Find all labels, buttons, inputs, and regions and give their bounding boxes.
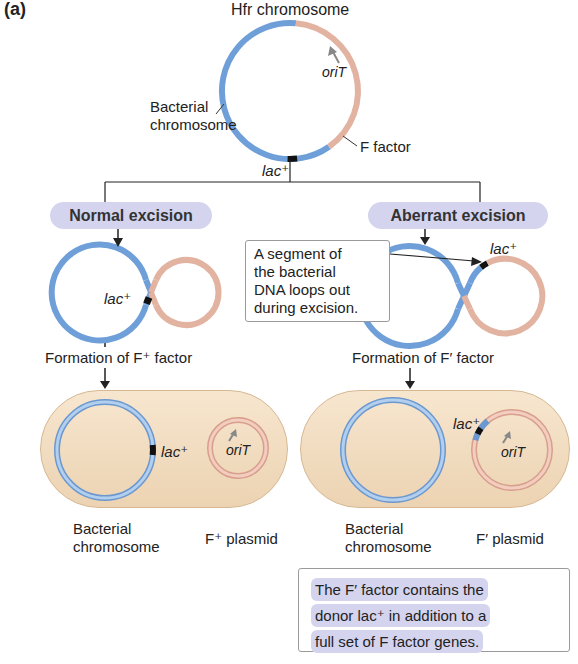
split-line (105, 160, 480, 202)
lac-marker (478, 428, 481, 434)
origin-label: oriT (322, 63, 346, 81)
panel-letter: (a) (4, 0, 26, 18)
bacterial-chromosome (343, 400, 443, 500)
gene-label: lac⁺ (104, 290, 131, 308)
part-label: F⁺ plasmid (205, 530, 278, 548)
crossing (464, 296, 470, 309)
chromosome-loop (52, 245, 146, 341)
arrowhead (100, 381, 110, 389)
leader-line (216, 104, 224, 114)
lac-marker (150, 445, 156, 455)
f-plasmid (210, 420, 266, 476)
part-label: F′ plasmid (476, 530, 544, 548)
arrowhead (471, 257, 482, 266)
arrowhead (113, 238, 123, 247)
part-label: Bacterial chromosome (345, 520, 445, 556)
orit-arrowhead (230, 429, 237, 437)
callout-leader (390, 254, 474, 261)
cell-label: oriT (226, 442, 250, 458)
step-label: Formation of F⁺ factor (45, 349, 192, 367)
band-text: Aberrant excision (390, 207, 525, 225)
crossing (151, 280, 156, 305)
arrowhead (420, 237, 430, 245)
arrowhead (405, 381, 415, 389)
bacterial-chromosome (57, 402, 153, 498)
f-prime-plasmid (474, 412, 550, 488)
excision-band: Aberrant excision (368, 202, 548, 229)
f-prime-plasmid (474, 412, 550, 488)
bacterial-chromosome (57, 402, 153, 498)
f-factor-arc (296, 23, 358, 146)
bacterial-chromosome (343, 400, 443, 500)
callout-text: A segment of the bacterial DNA loops out… (254, 245, 362, 317)
cell-label: lac⁺ (161, 443, 188, 461)
donor-dna (475, 421, 487, 440)
chromosome-arc (222, 23, 329, 159)
gene-label: lac⁺ (262, 162, 289, 180)
cell-label: oriT (501, 444, 525, 460)
orit-arrowhead (504, 431, 511, 439)
f-factor-loop (156, 260, 219, 325)
orit-arrow (333, 52, 339, 63)
crossing (458, 283, 470, 309)
looped-dna (470, 267, 481, 283)
crossing (146, 280, 151, 305)
f-factor-loop (470, 259, 542, 334)
f-plasmid (210, 420, 266, 476)
lac-marker (147, 298, 150, 304)
lac-marker (481, 263, 488, 267)
callout-box: A segment of the bacterial DNA loops out… (245, 240, 390, 322)
gene-label: lac⁺ (490, 240, 517, 258)
part-label: F factor (360, 138, 411, 156)
part-label: Bacterial chromosome (73, 520, 173, 556)
figure-title: Hfr chromosome (231, 1, 349, 19)
leader-line (343, 136, 357, 146)
lac-marker (288, 156, 298, 162)
part-label: Bacterial chromosome (150, 98, 240, 134)
note-box: The F′ factor contains the donor lac⁺ in… (298, 568, 570, 652)
note-text: The F′ factor contains the donor lac⁺ in… (311, 578, 490, 653)
orit-arrowhead (328, 46, 337, 56)
excision-band: Normal excision (50, 202, 212, 229)
step-label: Formation of F′ factor (352, 349, 494, 367)
band-text: Normal excision (69, 207, 193, 225)
